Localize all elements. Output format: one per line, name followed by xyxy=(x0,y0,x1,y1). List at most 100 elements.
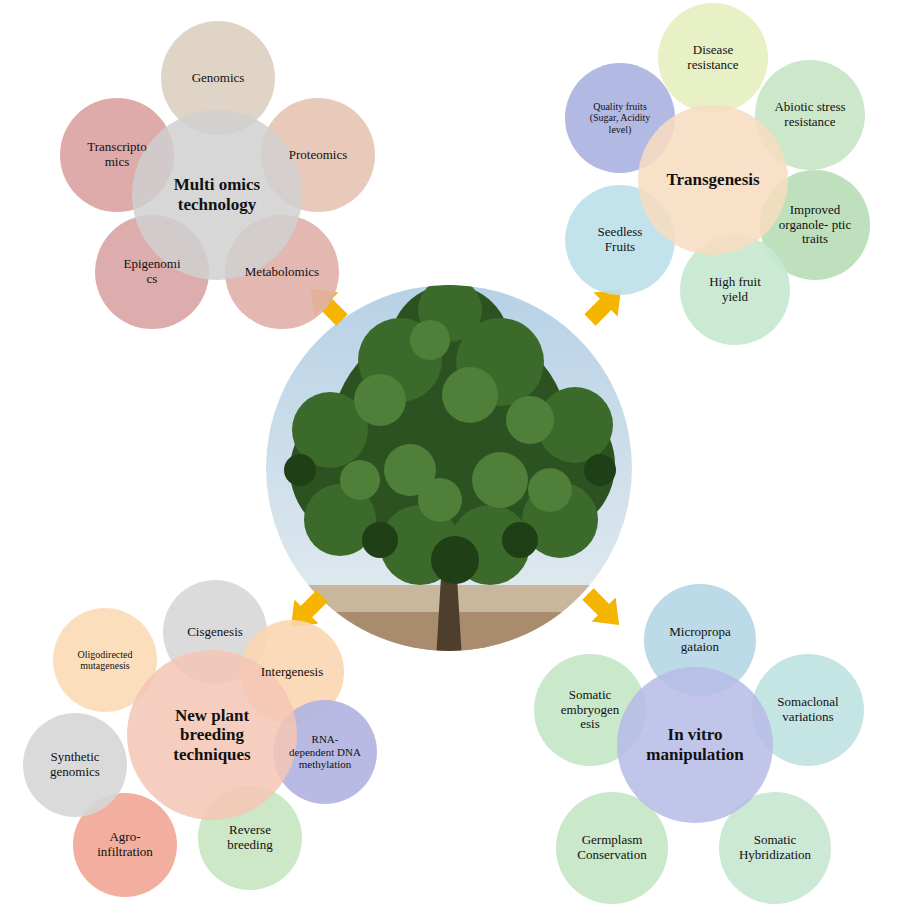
circle-fill xyxy=(752,654,864,766)
text-holder: In vitro manipulation xyxy=(637,725,753,764)
topic-circle: Disease resistance xyxy=(658,3,768,113)
topic-circle: Intergenesis xyxy=(240,620,344,724)
topic-circle: RNA- dependent DNA methylation xyxy=(273,700,377,804)
text-holder: Metabolomics xyxy=(245,265,319,280)
circle-fill xyxy=(534,654,646,766)
text-holder: High fruit yield xyxy=(698,275,772,305)
hub-title: New plant breeding techniques xyxy=(157,706,267,765)
text-holder: Epigenomi cs xyxy=(117,257,187,287)
text-holder: Synthetic genomics xyxy=(38,750,112,780)
circle-fill xyxy=(644,584,756,696)
block-arrows xyxy=(279,277,633,639)
circle-fill xyxy=(565,185,675,295)
circle-fill xyxy=(163,580,267,684)
topic-circle: Transcripto mics xyxy=(60,98,174,212)
hub-circle: Transgenesis xyxy=(638,105,788,255)
topic-label: Cisgenesis xyxy=(187,625,243,640)
text-holder: Germplasm Conservation xyxy=(570,833,654,863)
topic-label: Transcripto mics xyxy=(78,140,156,170)
text-holder: New plant breeding techniques xyxy=(157,706,267,765)
topic-circle: High fruit yield xyxy=(680,235,790,345)
topic-circle: Improved organole- ptic traits xyxy=(760,170,870,280)
circle-fill xyxy=(755,60,865,170)
circle-fill xyxy=(565,63,675,173)
circle-fill xyxy=(161,21,275,135)
text-holder: RNA- dependent DNA methylation xyxy=(288,733,362,771)
topic-circle: Proteomics xyxy=(261,98,375,212)
topic-label: Oligodirected mutagenesis xyxy=(68,649,142,672)
circle-fill xyxy=(273,700,377,804)
topic-circle: Agro- infiltration xyxy=(73,793,177,897)
topic-circle: Somaclonal variations xyxy=(752,654,864,766)
topic-circle: Micropropa gataion xyxy=(644,584,756,696)
topic-circle: Quality fruits (Sugar, Acidity level) xyxy=(565,63,675,173)
topic-circle: Oligodirected mutagenesis xyxy=(53,608,157,712)
topic-label: Somatic Hybridization xyxy=(733,833,817,863)
text-holder: Proteomics xyxy=(289,148,348,163)
hub-title: Transgenesis xyxy=(666,170,759,190)
hub-title: In vitro manipulation xyxy=(637,725,753,764)
circle-fill xyxy=(556,792,668,904)
topic-circle: Seedless Fruits xyxy=(565,185,675,295)
circle-fill xyxy=(225,215,339,329)
circle-fill xyxy=(680,235,790,345)
text-holder: Disease resistance xyxy=(674,43,752,73)
topic-circle: Somatic Hybridization xyxy=(719,792,831,904)
topic-label: Disease resistance xyxy=(674,43,752,73)
text-holder: Genomics xyxy=(192,71,245,86)
text-holder: Somaclonal variations xyxy=(768,695,848,725)
text-holder: Somatic Hybridization xyxy=(733,833,817,863)
text-holder: Abiotic stress resistance xyxy=(773,100,847,130)
hub-circle: Multi omics technology xyxy=(132,110,302,280)
circle-fill xyxy=(658,3,768,113)
topic-label: Intergenesis xyxy=(261,665,324,680)
topic-label: Quality fruits (Sugar, Acidity level) xyxy=(584,101,656,136)
hub-title: Multi omics technology xyxy=(157,175,277,214)
topic-circle: Epigenomi cs xyxy=(95,215,209,329)
topic-circle: Reverse breeding xyxy=(198,786,302,890)
topic-circle: Abiotic stress resistance xyxy=(755,60,865,170)
text-holder: Multi omics technology xyxy=(157,175,277,214)
topic-label: High fruit yield xyxy=(698,275,772,305)
topic-label: Metabolomics xyxy=(245,265,319,280)
circle-fill xyxy=(261,98,375,212)
topic-circle: Somatic embryogen esis xyxy=(534,654,646,766)
circle-fill xyxy=(60,98,174,212)
text-holder: Somatic embryogen esis xyxy=(552,688,628,733)
circle-fill xyxy=(719,792,831,904)
text-holder: Micropropa gataion xyxy=(662,625,738,655)
circle-fill xyxy=(617,667,773,823)
topic-circle: Genomics xyxy=(161,21,275,135)
circle-fill xyxy=(132,110,302,280)
topic-label: Abiotic stress resistance xyxy=(773,100,847,130)
topic-label: Germplasm Conservation xyxy=(570,833,654,863)
topic-label: Genomics xyxy=(192,71,245,86)
topic-label: Agro- infiltration xyxy=(88,830,162,860)
topic-circle: Germplasm Conservation xyxy=(556,792,668,904)
topic-circle: Synthetic genomics xyxy=(23,713,127,817)
topic-label: RNA- dependent DNA methylation xyxy=(288,733,362,771)
circle-fill xyxy=(23,713,127,817)
tree-photo xyxy=(266,278,632,665)
text-holder: Reverse breeding xyxy=(213,823,287,853)
topic-label: Somatic embryogen esis xyxy=(552,688,628,733)
text-holder: Cisgenesis xyxy=(187,625,243,640)
topic-circle: Metabolomics xyxy=(225,215,339,329)
text-holder: Improved organole- ptic traits xyxy=(778,203,852,248)
topic-label: Epigenomi cs xyxy=(117,257,187,287)
text-holder: Transgenesis xyxy=(666,170,759,190)
topic-label: Improved organole- ptic traits xyxy=(778,203,852,248)
circle-fill xyxy=(95,215,209,329)
topic-label: Synthetic genomics xyxy=(38,750,112,780)
text-holder: Intergenesis xyxy=(261,665,324,680)
block-arrow xyxy=(576,582,631,637)
topic-label: Micropropa gataion xyxy=(662,625,738,655)
topic-label: Reverse breeding xyxy=(213,823,287,853)
topic-circle: Cisgenesis xyxy=(163,580,267,684)
text-holder: Quality fruits (Sugar, Acidity level) xyxy=(584,101,656,136)
text-holder: Oligodirected mutagenesis xyxy=(68,649,142,672)
topic-label: Proteomics xyxy=(289,148,348,163)
text-holder: Seedless Fruits xyxy=(583,225,657,255)
topic-label: Seedless Fruits xyxy=(583,225,657,255)
